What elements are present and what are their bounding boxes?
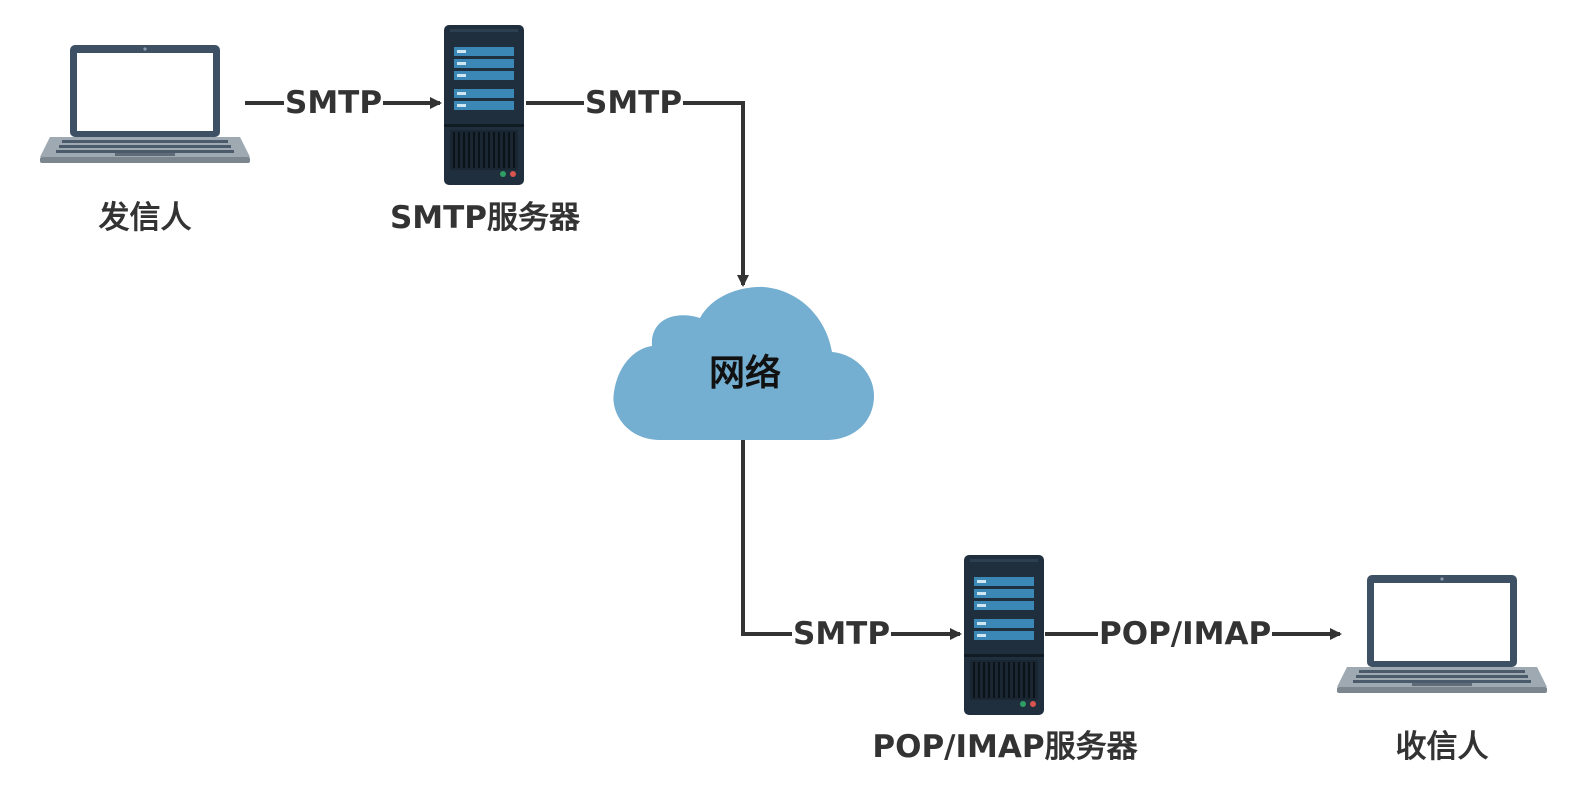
edge-label-smtp-1: SMTP	[284, 85, 384, 121]
edge-smtp-to-network	[526, 101, 749, 287]
cloud-icon	[613, 286, 874, 440]
edge-label-pop-imap: POP/IMAP	[1098, 616, 1273, 652]
server-icon	[444, 25, 524, 185]
laptop-icon	[1337, 575, 1547, 693]
network-label: 网络	[708, 353, 782, 394]
server-icon	[964, 555, 1044, 715]
laptop-icon	[40, 45, 250, 163]
edge-network-to-pop	[741, 440, 962, 640]
edge-label-smtp-3: SMTP	[792, 616, 892, 652]
receiver-label: 收信人	[1395, 729, 1489, 765]
smtp-server-label: SMTP服务器	[389, 200, 581, 236]
edge-label-smtp-2: SMTP	[584, 85, 684, 121]
sender-label: 发信人	[98, 200, 192, 236]
pop-server-label: POP/IMAP服务器	[872, 729, 1138, 765]
